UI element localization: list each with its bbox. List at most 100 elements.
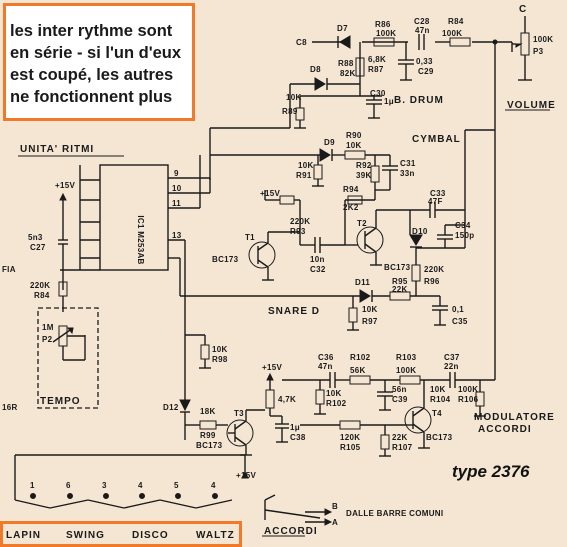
- b-drum-label: B. DRUM: [394, 95, 444, 106]
- t2-type: BC173: [384, 263, 411, 272]
- r104-value: 10K: [430, 385, 446, 394]
- c38-label: C38: [290, 433, 306, 442]
- switch-num-6: 4: [211, 481, 216, 490]
- c31-label: C31: [400, 159, 416, 168]
- r87-value: 6,8K: [368, 55, 386, 64]
- snared-label: SNARE D: [268, 306, 320, 317]
- d7-label: D7: [337, 24, 348, 33]
- r99-label: R99: [200, 431, 216, 440]
- c28-value: 47n: [415, 26, 430, 35]
- r92-value: 39K: [356, 171, 372, 180]
- r87-label: R87: [368, 65, 384, 74]
- r92-label: R92: [356, 161, 372, 170]
- t1-type: BC173: [212, 255, 239, 264]
- v15-switch-label: +15V: [236, 471, 256, 480]
- c30-label: C30: [370, 89, 386, 98]
- c35-label: C35: [452, 317, 468, 326]
- c30-value: 1μ: [384, 97, 394, 106]
- rhythm-button-lapin: LAPIN: [6, 530, 41, 541]
- r93-label: R93: [290, 227, 306, 236]
- cymbal-label: CYMBAL: [412, 134, 461, 145]
- p2-label: P2: [42, 335, 53, 344]
- d11-label: D11: [355, 278, 370, 287]
- r96-label: R96: [424, 277, 440, 286]
- switch-num-3: 3: [102, 481, 107, 490]
- c36-value: 47n: [318, 362, 333, 371]
- c39-label: C39: [392, 395, 408, 404]
- r102b-label: R102: [326, 399, 347, 408]
- modulatore-label: MODULATORE: [474, 412, 555, 423]
- r97-label: R97: [362, 317, 378, 326]
- v15-t3-label: +15V: [262, 363, 282, 372]
- r88-label: R88: [338, 59, 354, 68]
- r90-value: 10K: [346, 141, 362, 150]
- c36-label: C36: [318, 353, 334, 362]
- r95-label: R95: [392, 277, 408, 286]
- c-node-label: C: [519, 4, 527, 15]
- n16-label: 16R: [2, 403, 18, 412]
- c27-value: 5n3: [28, 233, 43, 242]
- r95-value: 22K: [392, 285, 408, 294]
- c33-value: 47F: [428, 197, 443, 206]
- r86-value: 100K: [376, 29, 396, 38]
- r105-value: 120K: [340, 433, 360, 442]
- rhythm-button-disco: DISCO: [132, 530, 169, 541]
- ic-pin-9: 9: [174, 169, 179, 178]
- c35-value: 0,1: [452, 305, 464, 314]
- t2-label: T2: [357, 219, 367, 228]
- r102-value: 56K: [350, 366, 366, 375]
- r84-label: R84: [448, 17, 464, 26]
- d12-label: D12: [163, 403, 179, 412]
- p3-label: P3: [533, 47, 544, 56]
- r93-value: 220K: [290, 217, 310, 226]
- r86-label: R86: [375, 20, 391, 29]
- c32-value: 10n: [310, 255, 325, 264]
- r91-value: 10K: [298, 161, 314, 170]
- c29-label: C29: [418, 67, 434, 76]
- unita-ritmi-label: UNITA' RITMI: [20, 144, 94, 155]
- r106-value: 100K: [458, 385, 478, 394]
- v15-ic-label: +15V: [55, 181, 75, 190]
- tempo-label: TEMPO: [40, 396, 81, 407]
- r99-value: 18K: [200, 407, 216, 416]
- r103-value: 100K: [396, 366, 416, 375]
- r94-label: R94: [343, 185, 359, 194]
- ic-pin-13: 13: [172, 231, 182, 240]
- c34-value: 150p: [455, 231, 474, 240]
- accordi-label: ACCORDI: [264, 526, 318, 537]
- r84b-label: R84: [34, 291, 50, 300]
- p3-value: 100K: [533, 35, 553, 44]
- r89-label: R89: [282, 107, 298, 116]
- r97-value: 10K: [362, 305, 378, 314]
- circuit-wiring: [14, 16, 550, 537]
- c38-value: 1μ: [290, 423, 300, 432]
- c37-value: 22n: [444, 362, 459, 371]
- ic-label: IC1 M253AB: [136, 215, 145, 264]
- c8-label: C8: [296, 38, 307, 47]
- c34-label: C34: [455, 221, 471, 230]
- t1-label: T1: [245, 233, 255, 242]
- r102b-value: 10K: [326, 389, 342, 398]
- annotation-note: les inter rythme sont en série - si l'un…: [3, 3, 195, 121]
- r88-value: 82K: [340, 69, 356, 78]
- c29-value: 0,33: [416, 57, 433, 66]
- r84b-value: 220K: [30, 281, 50, 290]
- r105-label: R105: [340, 443, 361, 452]
- terminal-a-label: A: [332, 518, 338, 527]
- r106-label: R106: [458, 395, 479, 404]
- ic-pin-10: 10: [172, 184, 182, 193]
- c28-label: C28: [414, 17, 430, 26]
- d9-label: D9: [324, 138, 335, 147]
- r89-value: 10K: [286, 93, 302, 102]
- switch-num-1: 1: [30, 481, 35, 490]
- r84-value: 100K: [442, 29, 462, 38]
- r100-value: 4,7K: [278, 395, 296, 404]
- r91-label: R91: [296, 171, 312, 180]
- note-line-2: en série - si l'un d'eux: [10, 44, 182, 62]
- c37-label: C37: [444, 353, 460, 362]
- c31-value: 33n: [400, 169, 415, 178]
- ic-pin-11: 11: [172, 199, 181, 208]
- c33-label: C33: [430, 189, 446, 198]
- c39-value: 56n: [392, 385, 407, 394]
- switch-num-5: 5: [174, 481, 179, 490]
